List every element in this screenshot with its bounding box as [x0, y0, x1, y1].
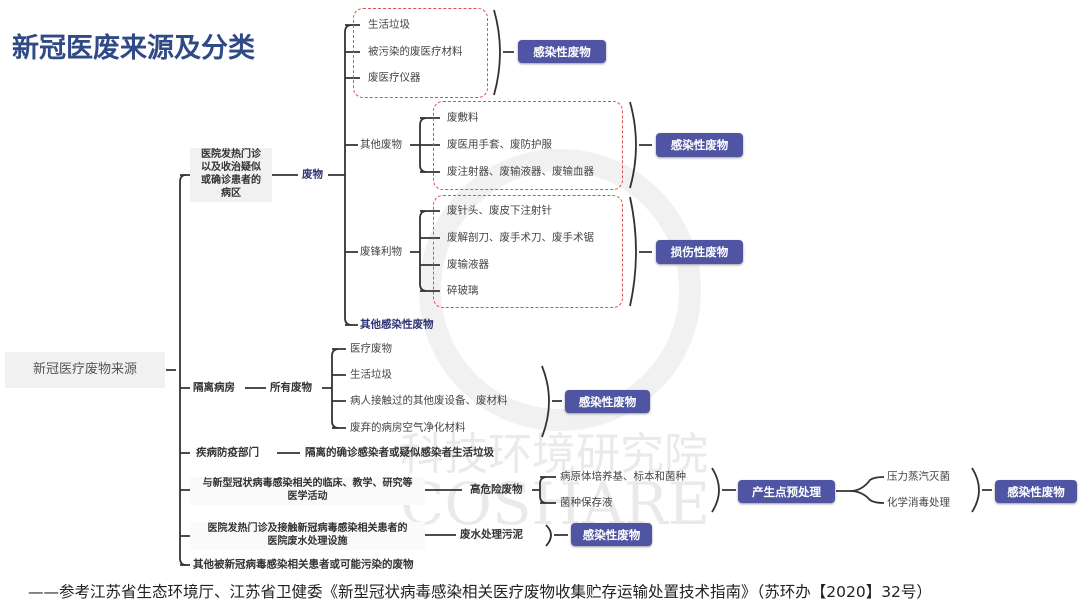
- group-a-box: [353, 8, 488, 98]
- item: 废医用手套、废防护服: [447, 138, 552, 151]
- badge-injurious: 损伤性废物: [656, 240, 743, 264]
- item: 废针头、废皮下注射针: [447, 204, 552, 217]
- item: 生活垃圾: [350, 368, 392, 381]
- page-title: 新冠医废来源及分类: [12, 33, 255, 64]
- source-wastewater-facility: 医院发热门诊及接触新冠病毒感染相关患者的医院废水处理设施: [190, 522, 425, 550]
- group-b-box: [433, 101, 623, 190]
- node-sharps: 废锋利物: [360, 245, 402, 258]
- group-c-box: [433, 195, 623, 308]
- item: 废医疗仪器: [368, 71, 421, 84]
- root-node: 新冠医疗废物来源: [5, 352, 165, 388]
- item: 生活垃圾: [368, 18, 410, 31]
- item: 医疗废物: [350, 342, 392, 355]
- item: 压力蒸汽灭菌: [887, 470, 950, 483]
- item: 废敷料: [447, 111, 479, 124]
- badge-infectious: 感染性废物: [656, 133, 743, 157]
- item: 废弃的病房空气净化材料: [350, 421, 466, 434]
- badge-infectious: 感染性废物: [995, 480, 1077, 503]
- source-other: 其他被新冠病毒感染相关患者或可能污染的废物: [193, 558, 414, 571]
- footer-reference: ——参考江苏省生态环境厅、江苏省卫健委《新型冠状病毒感染相关医疗废物收集贮存运输…: [28, 583, 932, 601]
- node-all-waste: 所有废物: [270, 381, 312, 394]
- item: 废注射器、废输液器、废输血器: [447, 165, 594, 178]
- item: 碎玻璃: [447, 284, 479, 297]
- item: 菌种保存液: [560, 496, 613, 509]
- node-waste: 废物: [302, 168, 323, 181]
- item: 废输液器: [447, 258, 489, 271]
- source-medical-activities: 与新型冠状病毒感染相关的临床、教学、研究等医学活动: [190, 477, 425, 505]
- node-sludge: 废水处理污泥: [460, 528, 523, 541]
- source-cdc: 疾病防疫部门: [196, 446, 259, 459]
- source-fever-clinic: 医院发热门诊以及收治疑似或确诊患者的病区: [190, 148, 272, 202]
- item: 病人接触过的其他废设备、废材料: [350, 394, 508, 407]
- node-high-risk: 高危险废物: [470, 483, 523, 496]
- item: 病原体培养基、标本和菌种: [560, 470, 686, 483]
- badge-infectious: 感染性废物: [518, 40, 606, 63]
- watermark-en: COSHARE: [400, 470, 711, 538]
- source-isolation-ward: 隔离病房: [193, 381, 235, 394]
- node-cdc-waste: 隔离的确诊感染者或疑似感染者生活垃圾: [305, 446, 494, 459]
- item: 被污染的废医疗材料: [368, 45, 463, 58]
- badge-infectious: 感染性废物: [571, 523, 652, 546]
- badge-infectious: 感染性废物: [565, 390, 650, 413]
- badge-pretreatment: 产生点预处理: [738, 480, 835, 503]
- item: 废解剖刀、废手术刀、废手术锯: [447, 231, 594, 244]
- item: 化学消毒处理: [887, 496, 950, 509]
- watermark-cn: 科技环境研究院: [400, 429, 708, 480]
- node-other-waste: 其他废物: [360, 138, 402, 151]
- node-other-infectious: 其他感染性废物: [360, 318, 434, 331]
